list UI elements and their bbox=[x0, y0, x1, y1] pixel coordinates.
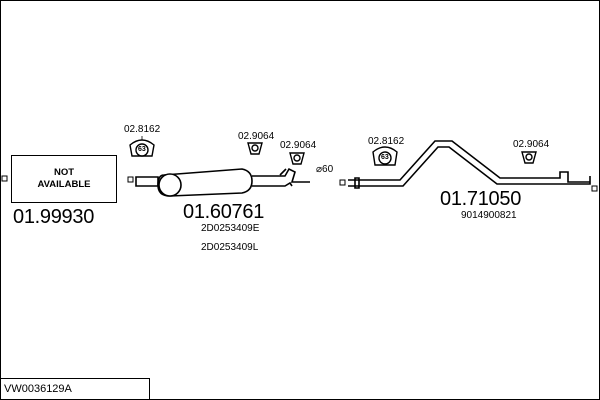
not-available-text: NOT AVAILABLE bbox=[37, 167, 91, 190]
hanger-code-2: 02.9064 bbox=[280, 140, 317, 151]
middle-silencer bbox=[135, 167, 310, 197]
hanger-icon bbox=[521, 151, 537, 164]
part-number-middle: 01.60761 bbox=[183, 201, 265, 223]
part-number-not-available: 01.99930 bbox=[13, 206, 95, 228]
oe-ref-rear: 9014900821 bbox=[461, 210, 517, 221]
hanger-icon bbox=[247, 142, 263, 155]
pipe-diameter: ⌀60 bbox=[316, 164, 334, 175]
hanger-code-1: 02.9064 bbox=[238, 131, 275, 142]
hanger-icon bbox=[289, 152, 305, 165]
part-number-rear: 01.71050 bbox=[440, 188, 522, 210]
clamp-icon bbox=[372, 146, 398, 166]
clamp-marker-1: 63 bbox=[138, 146, 146, 153]
hanger-code-3: 02.9064 bbox=[513, 139, 550, 150]
diagram-code-box: VW0036129A bbox=[0, 378, 150, 399]
right-connector bbox=[591, 185, 598, 192]
clamp-code-2: 02.8162 bbox=[368, 136, 405, 147]
rear-pipe bbox=[348, 140, 591, 189]
clamp-marker-2: 63 bbox=[381, 154, 389, 161]
left-connector bbox=[1, 175, 8, 182]
pipe-end-left bbox=[127, 176, 134, 183]
oe-ref-middle-2: 2D0253409L bbox=[201, 242, 259, 253]
oe-ref-middle-1: 2D0253409E bbox=[201, 223, 260, 234]
diagram-code: VW0036129A bbox=[4, 383, 72, 395]
clamp-icon bbox=[129, 139, 155, 157]
pipe-end-middle bbox=[339, 179, 346, 186]
clamp-code-1: 02.8162 bbox=[124, 124, 161, 135]
not-available-box: NOT AVAILABLE bbox=[11, 155, 117, 203]
